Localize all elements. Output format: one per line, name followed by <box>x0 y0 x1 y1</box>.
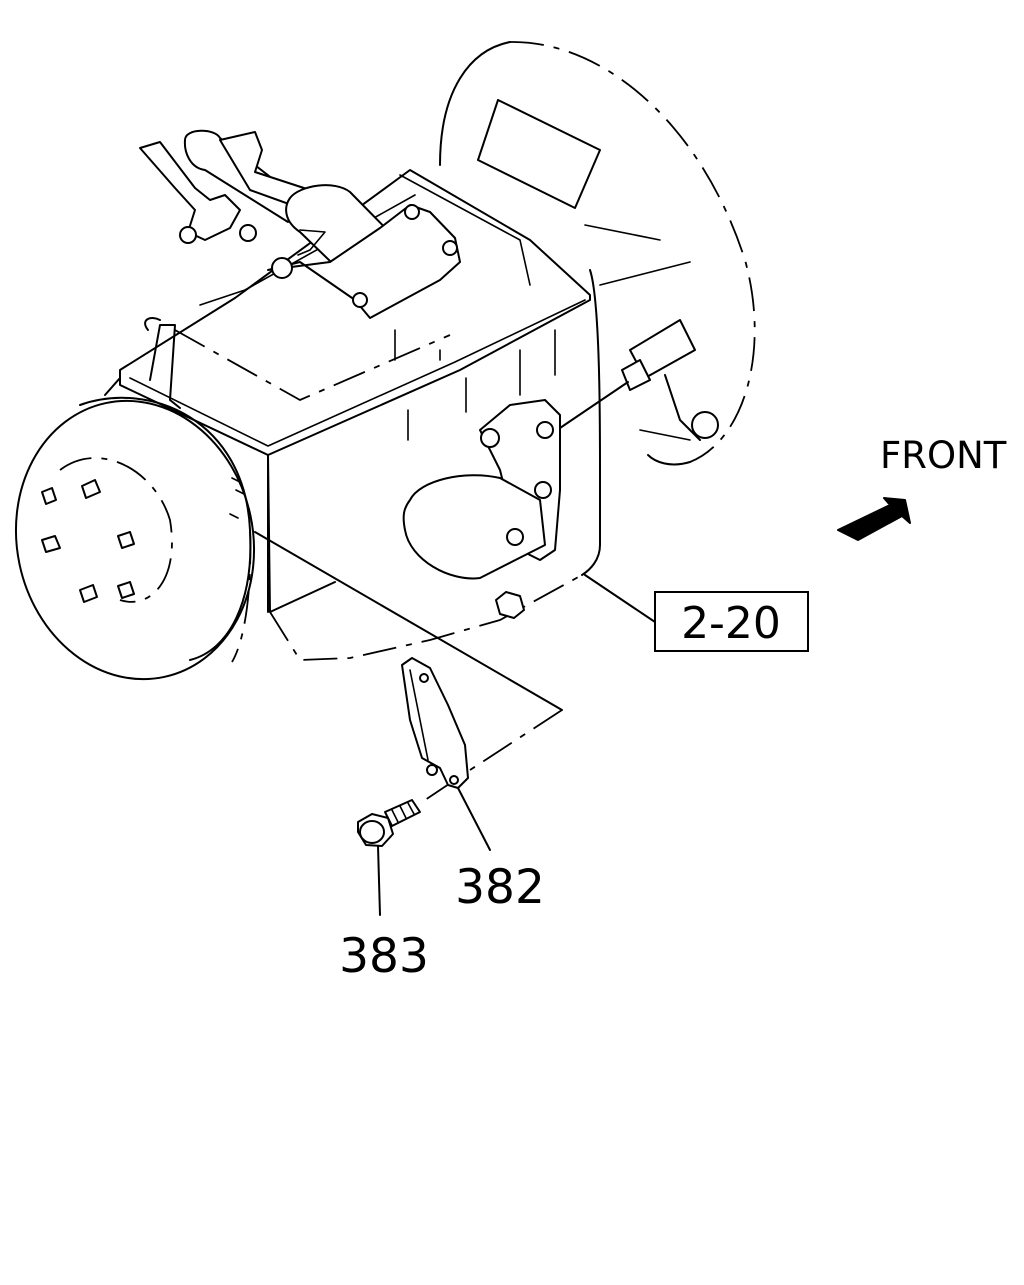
front-indicator: FRONT <box>837 434 1007 541</box>
bracket-382 <box>401 657 491 851</box>
clutch-slave-cylinder <box>402 399 561 580</box>
reference-box-label: 2-20 <box>681 598 781 649</box>
reference-box-frame <box>654 591 809 652</box>
part-number-382[interactable]: 382 <box>455 860 545 915</box>
shift-linkage <box>139 129 461 319</box>
part-number-383[interactable]: 383 <box>339 929 429 984</box>
bolt-383 <box>357 799 421 916</box>
arrow-up-right-icon <box>837 497 911 541</box>
bell-housing <box>439 41 756 576</box>
speed-sensor <box>559 319 719 441</box>
front-label: FRONT <box>880 434 1007 477</box>
flange-studs <box>41 479 135 603</box>
drain-plug <box>495 591 525 619</box>
output-flange <box>14 317 256 681</box>
reference-box[interactable]: 2-20 <box>654 591 809 652</box>
